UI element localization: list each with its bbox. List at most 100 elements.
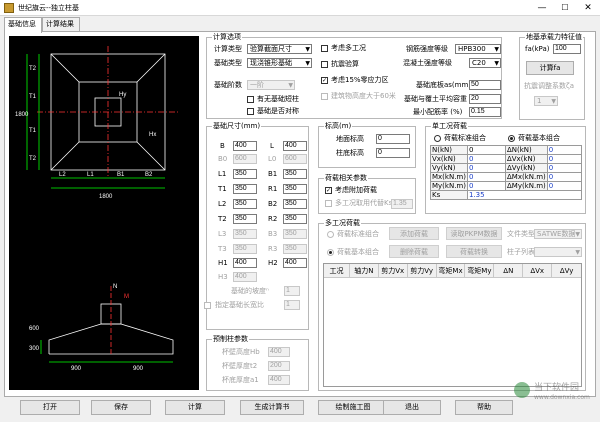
dim-l3-input[interactable]: 350 bbox=[233, 229, 257, 239]
dim-r1-input[interactable]: 350 bbox=[283, 184, 307, 194]
dim-b-input[interactable]: 400 bbox=[233, 141, 257, 151]
add-load-button[interactable]: 添加荷载 bbox=[389, 227, 439, 240]
calc-type-select[interactable]: 验算截面尺寸▼ bbox=[247, 44, 312, 54]
column-header[interactable]: 工况 bbox=[324, 264, 350, 277]
dim-l0-input[interactable]: 600 bbox=[283, 154, 307, 164]
open-button[interactable]: 打开 bbox=[20, 400, 80, 415]
generate-report-button[interactable]: 生成计算书 bbox=[240, 400, 304, 415]
filetype-select[interactable]: SATWE数据▼ bbox=[534, 229, 582, 239]
column-header[interactable]: 剪力Vx bbox=[379, 264, 408, 277]
multi-basic-radio[interactable] bbox=[327, 249, 334, 256]
dim-t1-input[interactable]: 350 bbox=[233, 184, 257, 194]
dim-h2-input[interactable]: 400 bbox=[283, 258, 307, 268]
dim-l-input[interactable]: 400 bbox=[283, 141, 307, 151]
load-cell[interactable]: 0 bbox=[546, 154, 583, 164]
draw-construction-button[interactable]: 绘制施工图 bbox=[318, 400, 388, 415]
single-load-title: 单工况荷载 bbox=[431, 122, 468, 131]
seismic-checkbox[interactable] bbox=[321, 61, 328, 68]
dim-b1-input[interactable]: 350 bbox=[283, 169, 307, 179]
single-std-label: 荷载标准组合 bbox=[444, 134, 486, 142]
t2-label: 杯壁厚度t2 bbox=[222, 362, 258, 370]
ks-cell[interactable]: 1.35 bbox=[466, 190, 583, 200]
save-button[interactable]: 保存 bbox=[91, 400, 151, 415]
soil-weight-label: 基础与覆土平均容重 bbox=[404, 95, 467, 103]
delete-load-button[interactable]: 删除荷载 bbox=[389, 245, 439, 258]
extra-load-checkbox[interactable]: ✓ bbox=[325, 187, 332, 194]
dim-b0-input[interactable]: 600 bbox=[233, 154, 257, 164]
colno-select[interactable]: ▼ bbox=[534, 247, 582, 257]
column-header[interactable]: 剪力Vy bbox=[408, 264, 437, 277]
zero-stress-checkbox[interactable]: ✓ bbox=[321, 77, 328, 84]
load-cell[interactable]: 0 bbox=[466, 154, 506, 164]
rebar-select[interactable]: HPB300▼ bbox=[455, 44, 501, 54]
help-button[interactable]: 帮助 bbox=[455, 400, 513, 415]
close-button[interactable]: ✕ bbox=[584, 3, 592, 13]
dim-l2-input[interactable]: 350 bbox=[233, 199, 257, 209]
fa-input[interactable]: 100 bbox=[553, 44, 581, 54]
tab-results[interactable]: 计算结果 bbox=[42, 17, 80, 32]
column-header[interactable]: ΔN bbox=[494, 264, 524, 277]
fix-ratio-input[interactable]: 1 bbox=[284, 300, 300, 310]
load-cell[interactable]: 0 bbox=[546, 145, 583, 155]
dim-l1-input[interactable]: 350 bbox=[233, 169, 257, 179]
ground-input[interactable]: 0 bbox=[376, 134, 410, 144]
dim-b2-input[interactable]: 350 bbox=[283, 199, 307, 209]
column-header[interactable]: 轴力N bbox=[350, 264, 379, 277]
col-bottom-input[interactable]: 0 bbox=[376, 148, 410, 158]
hb-input[interactable]: 400 bbox=[268, 347, 290, 357]
dim-t3-input[interactable]: 350 bbox=[233, 244, 257, 254]
load-cell[interactable]: 0 bbox=[466, 145, 506, 155]
single-std-radio[interactable] bbox=[434, 135, 441, 142]
dim-h1-input[interactable]: 400 bbox=[233, 258, 257, 268]
fix-ratio-checkbox[interactable] bbox=[204, 302, 211, 309]
soil-weight-input[interactable]: 20 bbox=[469, 94, 501, 104]
load-cell[interactable]: 0 bbox=[546, 163, 583, 173]
calculate-button[interactable]: 计算 bbox=[165, 400, 225, 415]
column-header[interactable]: ΔVy bbox=[559, 267, 574, 275]
a1-input[interactable]: 400 bbox=[268, 375, 290, 385]
dim-t2-input[interactable]: 350 bbox=[233, 214, 257, 224]
read-pkpm-button[interactable]: 读取PKPM数据 bbox=[446, 227, 502, 240]
load-cell[interactable]: 0 bbox=[466, 163, 506, 173]
base-as-input[interactable]: 50 bbox=[469, 80, 501, 90]
multi-std-radio[interactable] bbox=[327, 231, 334, 238]
multi-load-table[interactable]: 工况 轴力N 剪力Vx 剪力Vy 弯矩Mx 弯矩My ΔN ΔVx ΔVy bbox=[323, 263, 582, 387]
found-type-select[interactable]: 现浇锥形基础▼ bbox=[247, 58, 312, 68]
height-limit-checkbox[interactable] bbox=[321, 93, 328, 100]
dim-r2-input[interactable]: 350 bbox=[283, 214, 307, 224]
load-cell[interactable]: 0 bbox=[466, 181, 506, 191]
column-header[interactable]: ΔVx bbox=[523, 264, 553, 277]
col-hinge-checkbox[interactable] bbox=[247, 96, 254, 103]
chevron-down-icon: ▼ bbox=[494, 60, 499, 67]
load-cell[interactable]: 0 bbox=[466, 172, 506, 182]
tab-basic-info[interactable]: 基础信息 bbox=[4, 17, 42, 33]
load-cell[interactable]: 0 bbox=[546, 172, 583, 182]
concrete-select[interactable]: C20▼ bbox=[469, 58, 501, 68]
adjust-select[interactable]: 1▼ bbox=[534, 96, 558, 106]
dim-r3-input[interactable]: 350 bbox=[283, 244, 307, 254]
found-steps-select[interactable]: 一阶▼ bbox=[247, 80, 295, 90]
min-ratio-input[interactable]: 0.15 bbox=[469, 107, 501, 117]
symmetric-checkbox[interactable] bbox=[247, 108, 254, 115]
minimize-button[interactable]: — bbox=[537, 3, 547, 13]
row-label: ΔN(kN) bbox=[504, 145, 548, 155]
multi-case-checkbox[interactable] bbox=[321, 45, 328, 52]
single-basic-radio[interactable] bbox=[508, 135, 515, 142]
slope-input[interactable]: 1 bbox=[284, 286, 300, 296]
column-header[interactable]: 弯矩Mx bbox=[437, 264, 466, 277]
multi-ks-checkbox[interactable] bbox=[325, 200, 332, 207]
column-header[interactable]: 弯矩My bbox=[465, 264, 495, 277]
dim-b3-input[interactable]: 350 bbox=[283, 229, 307, 239]
exit-button[interactable]: 退出 bbox=[383, 400, 441, 415]
calc-fa-button[interactable]: 计算fa bbox=[526, 61, 574, 75]
dim-t3-label: T3 bbox=[218, 245, 227, 253]
convert-load-button[interactable]: 荷载转换 bbox=[446, 245, 502, 258]
dim-h3-input[interactable]: 400 bbox=[233, 272, 257, 282]
load-cell[interactable]: 0 bbox=[546, 181, 583, 191]
maximize-button[interactable]: ☐ bbox=[561, 3, 569, 12]
multi-ks-input[interactable]: 1.35 bbox=[391, 199, 413, 209]
t2-input[interactable]: 200 bbox=[268, 361, 290, 371]
concrete-label: 混凝土强度等级 bbox=[403, 59, 452, 67]
col-hinge-label: 有无基础短柱 bbox=[257, 95, 299, 103]
